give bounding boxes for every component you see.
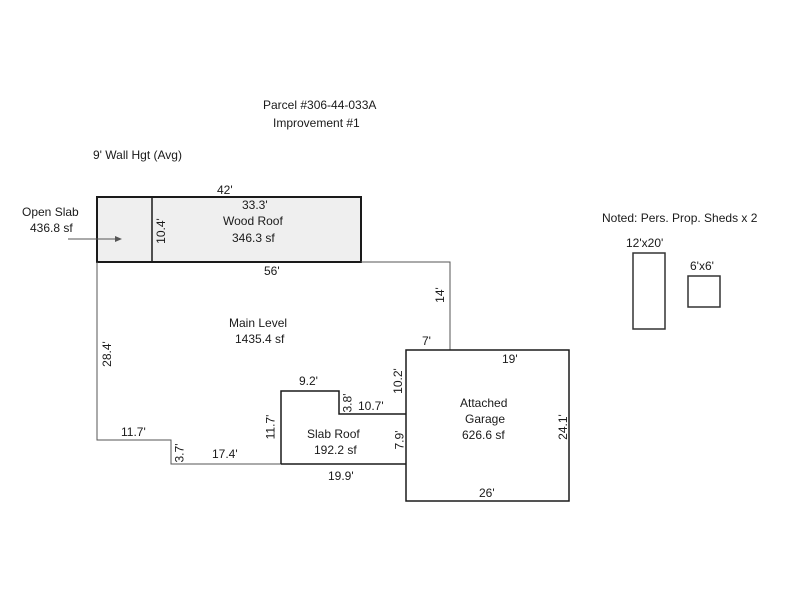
main-level-area: 1435.4 sf: [235, 332, 285, 346]
garage-bottom-dim: 26': [479, 486, 495, 500]
main-left-dim: 28.4': [99, 341, 114, 367]
garage-top-dim: 19': [502, 352, 518, 366]
arrow-head-icon: [115, 236, 122, 242]
main-step-left-dim: 11.7': [121, 425, 146, 439]
sheds-note: Noted: Pers. Prop. Sheds x 2: [602, 211, 758, 225]
open-slab-area: [96, 196, 362, 263]
main-level-left-outline: [96, 262, 281, 465]
wood-roof-area: 346.3 sf: [232, 231, 275, 245]
garage-label-line2: Garage: [465, 412, 506, 426]
shed-2-label: 6'x6': [690, 259, 714, 273]
slab-roof-outline: [280, 390, 406, 464]
shed-1-label: 12'x20': [626, 236, 664, 250]
garage-label-line1: Attached: [460, 396, 508, 410]
main-bottom-dim: 17.4': [212, 447, 238, 461]
garage-area: 626.6 sf: [462, 428, 505, 442]
slab-roof-right-dim: 7.9': [392, 430, 407, 450]
shed-6x6: [687, 275, 721, 308]
slab-roof-notch-v-dim: 3.8': [340, 393, 355, 413]
slab-roof-area: 192.2 sf: [314, 443, 357, 457]
slab-roof-top-dim: 9.2': [299, 374, 318, 388]
garage-outline: [405, 349, 570, 502]
slab-roof-upper-right-dim: 10.2': [390, 368, 405, 394]
open-slab-area: 436.8 sf: [30, 221, 73, 235]
wall-height-note: 9' Wall Hgt (Avg): [93, 148, 182, 162]
improvement-title: Improvement #1: [273, 116, 360, 130]
main-step-down-dim: 3.7': [172, 443, 187, 463]
main-garage-offset-dim: 7': [422, 334, 431, 348]
main-right-dim: 14': [432, 287, 447, 303]
slab-roof-label: Slab Roof: [307, 427, 360, 441]
open-slab-label: Open Slab: [22, 205, 79, 219]
main-level-label: Main Level: [229, 316, 288, 330]
main-top-dim: 56': [264, 264, 280, 278]
open-slab-top-dim: 42': [217, 183, 233, 197]
open-slab-side-dim: 10.4': [153, 218, 168, 244]
shed-12x20: [632, 252, 666, 330]
parcel-title: Parcel #306-44-033A: [263, 98, 377, 112]
slab-roof-left-dim: 11.7': [263, 414, 278, 440]
wood-roof-top-dim: 33.3': [242, 198, 268, 212]
main-level-outline: [361, 261, 451, 350]
garage-right-dim: 24.1': [555, 414, 570, 440]
slab-roof-notch-h-dim: 10.7': [358, 399, 384, 413]
slab-roof-bottom-dim: 19.9': [328, 469, 354, 483]
wood-roof-label: Wood Roof: [223, 214, 283, 228]
